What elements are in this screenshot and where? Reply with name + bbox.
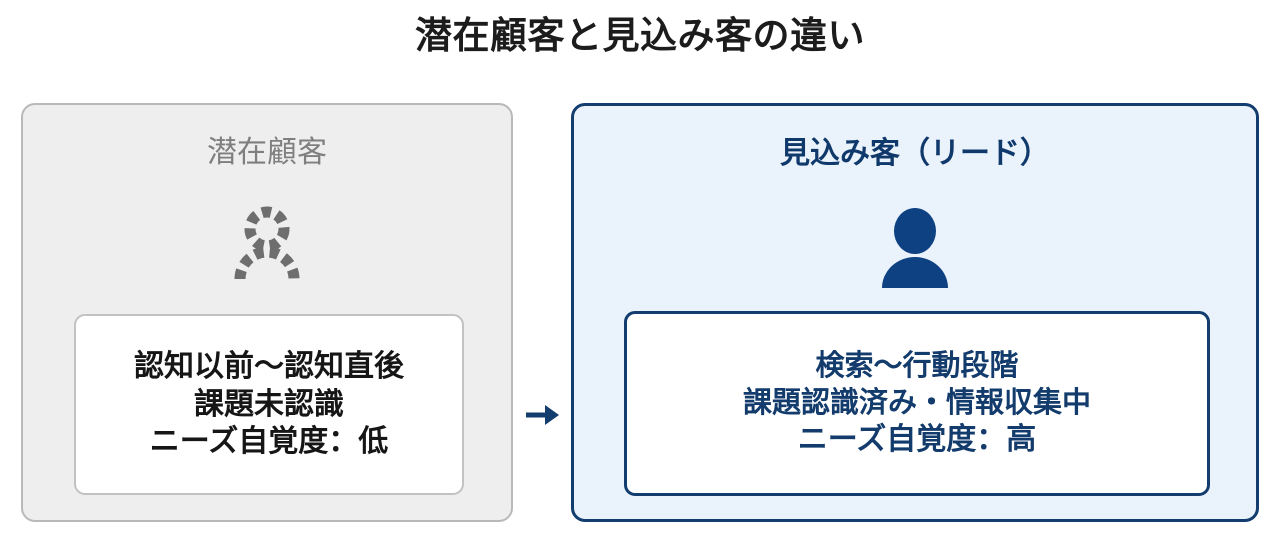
icon-container-potential-customer xyxy=(23,205,511,305)
card-heading-lead: 見込み客（リード） xyxy=(780,137,1050,170)
detail-box-lead: 検索〜行動段階 課題認識済み・情報収集中 ニーズ自覚度：高 xyxy=(624,311,1210,496)
card-potential-customer: 潜在顧客 認知以前〜認知直後 課題未認識 ニーズ自覚度：低 xyxy=(21,103,513,522)
card-heading-potential-customer: 潜在顧客 xyxy=(207,136,327,169)
detail-line: 課題認識済み・情報収集中 xyxy=(742,386,1091,419)
right-arrow-icon xyxy=(526,405,559,425)
detail-line: 課題未認識 xyxy=(194,387,344,421)
detail-line-emphasis: ニーズ自覚度：高 xyxy=(797,423,1037,457)
page-title: 潜在顧客と見込み客の違い xyxy=(415,15,865,56)
icon-container-lead xyxy=(574,206,1256,306)
detail-line-emphasis: ニーズ自覚度：低 xyxy=(149,425,389,459)
dashed-person-icon xyxy=(234,206,300,280)
detail-box-potential-customer: 認知以前〜認知直後 課題未認識 ニーズ自覚度：低 xyxy=(74,314,464,495)
transition-arrow xyxy=(524,400,562,430)
person-icon xyxy=(882,208,948,288)
detail-line: 認知以前〜認知直後 xyxy=(134,349,404,383)
comparison-cards: 潜在顧客 認知以前〜認知直後 課題未認識 ニーズ自覚度：低 見込み客（リード） xyxy=(0,103,1280,528)
card-lead: 見込み客（リード） 検索〜行動段階 課題認識済み・情報収集中 ニーズ自覚度：高 xyxy=(571,103,1259,522)
detail-line: 検索〜行動段階 xyxy=(815,350,1019,383)
